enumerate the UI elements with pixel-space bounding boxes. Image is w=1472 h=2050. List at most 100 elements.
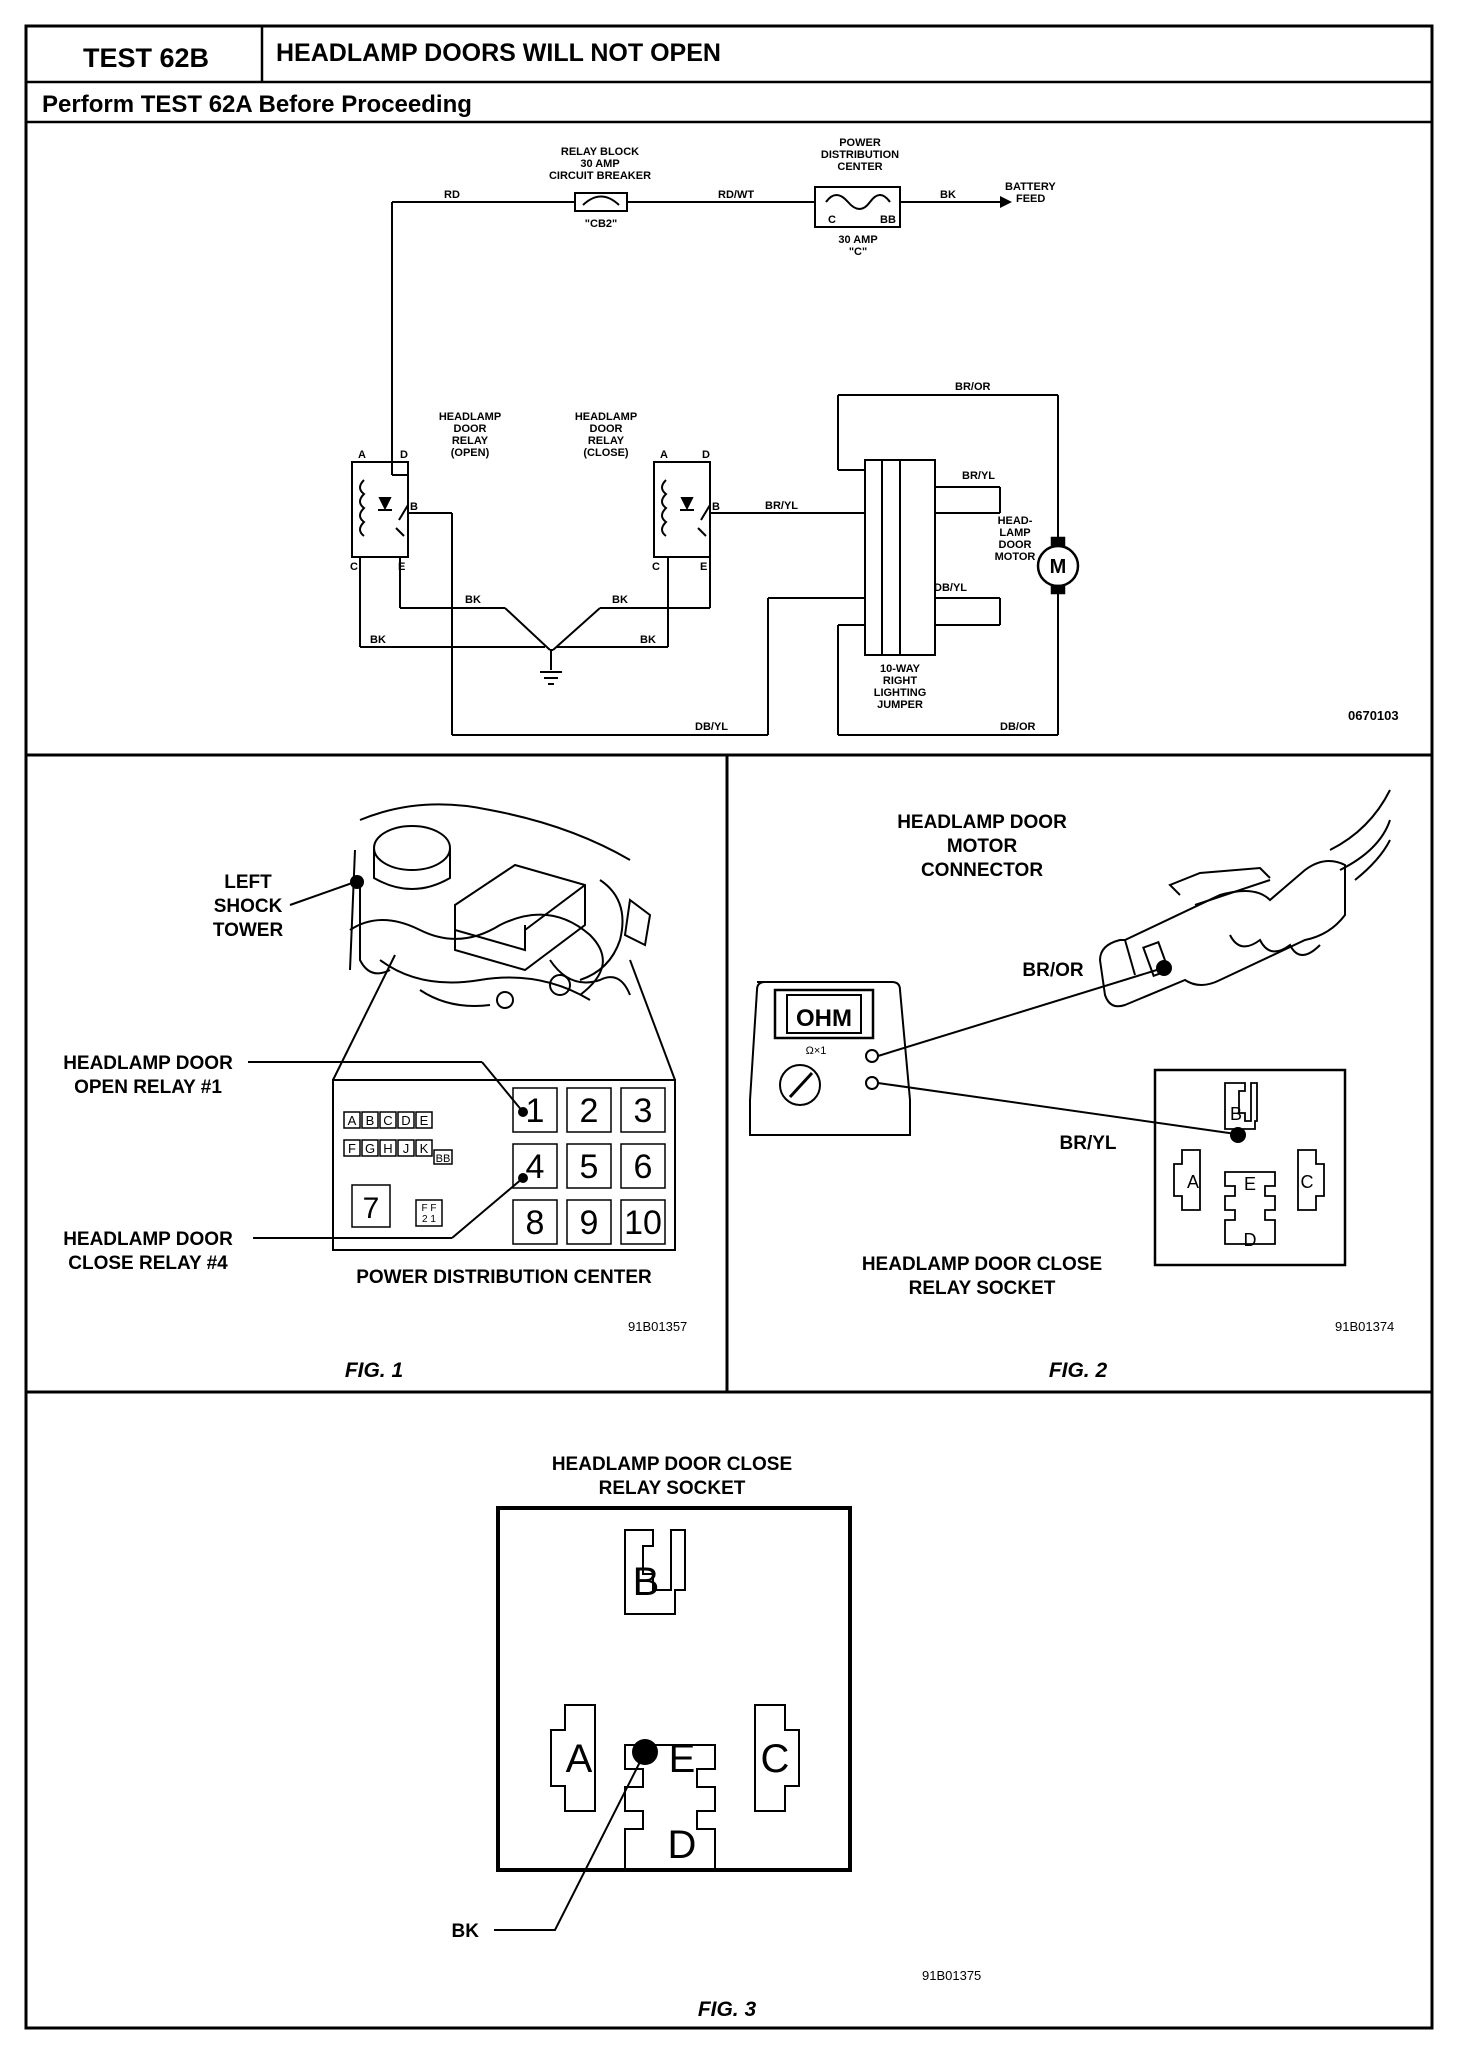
ground-symbol [540, 671, 562, 685]
relay-socket-small-letters: A B C D E [1187, 1104, 1314, 1250]
right-lighting-jumper [864, 459, 936, 656]
pdc-fuse-letters: A B C D E F G H J K BB 7 F F 2 1 [348, 1113, 451, 1225]
pdc-relay-numbers: 1 2 3 4 5 6 8 9 10 [526, 1092, 662, 1242]
relay-slot-8: 8 [526, 1204, 545, 1242]
relay-open-label-4: (OPEN) [451, 447, 490, 459]
battery-label-2: FEED [1016, 193, 1045, 205]
fig3-pin-a: A [566, 1737, 593, 1781]
fig2-labels: BR/OR BR/YL HEADLAMP DOOR CLOSE RELAY SO… [862, 960, 1117, 1299]
jumper-label-2: RIGHT [883, 675, 918, 687]
small-pin-a: A [1187, 1172, 1199, 1192]
ohmmeter [749, 981, 911, 1136]
relay-close-label-3: RELAY [588, 435, 625, 447]
headlamp-door-relay-open [351, 461, 409, 558]
fig3-socket-label-1: HEADLAMP DOOR CLOSE [552, 1454, 792, 1475]
relay-open-label-2: DOOR [454, 423, 487, 435]
fig3-socket-label-2: RELAY SOCKET [599, 1478, 746, 1499]
fig3-pin-e: E [669, 1737, 696, 1781]
relay1-pin-b: B [410, 501, 418, 513]
fuse-pin-c: C [828, 214, 836, 226]
wire-dbor: DB/OR [1000, 721, 1036, 733]
jumper-label-1: 10-WAY [880, 663, 921, 675]
fig3-code: 91B01375 [922, 1968, 981, 1983]
relay-close-label-1: HEADLAMP [575, 411, 637, 423]
fuse-g: G [365, 1141, 375, 1156]
motor-label-3: DOOR [999, 539, 1032, 551]
fuse-b: B [366, 1113, 375, 1128]
pdc-label: POWER DISTRIBUTION CENTER [356, 1267, 652, 1288]
pdc-fuse [814, 186, 901, 228]
relay-block-label: RELAY BLOCK [561, 146, 639, 158]
page-subtitle: Perform TEST 62A Before Proceeding [42, 91, 472, 118]
pdc-fuse-grid [343, 1087, 666, 1245]
fuse-amp: 30 AMP [838, 234, 877, 246]
relay-slot-9: 9 [580, 1204, 599, 1242]
battery-label-1: BATTERY [1005, 181, 1056, 193]
jumper-label-3: LIGHTING [874, 687, 927, 699]
ff-line-2: 2 1 [422, 1214, 436, 1225]
fuse-k: K [420, 1141, 429, 1156]
fig3-socket-frame [496, 1506, 852, 1872]
fig1-leader-lines [248, 881, 524, 1239]
fig3-heading: HEADLAMP DOOR CLOSE RELAY SOCKET [552, 1454, 792, 1499]
relay1-pin-d: D [400, 449, 408, 461]
schematic-labels: RELAY BLOCK 30 AMP CIRCUIT BREAKER "CB2"… [350, 137, 1399, 733]
connector-label-3: CONNECTOR [921, 860, 1043, 881]
relay-slot-3: 3 [634, 1092, 653, 1130]
wire-bror: BR/OR [955, 381, 991, 393]
fuse-j: J [403, 1141, 410, 1156]
relay-open-label-1: HEADLAMP [439, 411, 501, 423]
meter-range: Ω×1 [806, 1045, 827, 1057]
relay-slot-10: 10 [624, 1204, 662, 1242]
wire-bk-4: BK [640, 634, 656, 646]
relay-socket-small [1153, 1068, 1347, 1267]
fuse-c: "C" [849, 246, 867, 258]
small-pin-b: B [1230, 1104, 1242, 1124]
motor-label-4: MOTOR [995, 551, 1036, 563]
page-title: HEADLAMP DOORS WILL NOT OPEN [276, 39, 721, 67]
wire-dbyl-right: DB/YL [934, 582, 967, 594]
headlamp-door-motor [1036, 536, 1080, 595]
wire-bk-2: BK [612, 594, 628, 606]
fig2-caption: FIG. 2 [1049, 1359, 1108, 1382]
jumper-label-4: JUMPER [877, 699, 923, 711]
relay-slot-1: 1 [526, 1092, 545, 1130]
fuse-pin-bb: BB [880, 214, 896, 226]
fig3-caption: FIG. 3 [698, 1998, 757, 2021]
test-id: TEST 62B [83, 43, 209, 73]
fig3-socket-pins [550, 1529, 800, 1870]
fig3-pin-c: C [761, 1737, 790, 1781]
wire-bryl-left: BR/YL [765, 500, 798, 512]
wire-dbyl-bottom: DB/YL [695, 721, 728, 733]
close-relay-label-2: CLOSE RELAY #4 [68, 1253, 228, 1274]
fig3-relay-socket: HEADLAMP DOOR CLOSE RELAY SOCKET A B C D… [452, 1454, 982, 2021]
fig1-leader-dots [350, 875, 528, 1183]
relay-block-cb: CIRCUIT BREAKER [549, 170, 651, 182]
fig3-pin-letters: A B C D E [566, 1560, 790, 1867]
bryl-label: BR/YL [1060, 1133, 1117, 1154]
relay-open-label-3: RELAY [452, 435, 489, 447]
relay1-pin-e: E [398, 561, 405, 573]
motor-label-1: HEAD- [998, 515, 1033, 527]
relay2-pin-b: B [712, 501, 720, 513]
small-pin-e: E [1244, 1174, 1256, 1194]
headlamp-door-relay-close [653, 461, 711, 558]
schematic-wires [359, 201, 1059, 736]
connector-label-2: MOTOR [947, 836, 1018, 857]
small-pin-d: D [1244, 1230, 1257, 1250]
relay2-pin-c: C [652, 561, 660, 573]
connector-label-1: HEADLAMP DOOR [897, 812, 1067, 833]
fig1-labels: LEFT SHOCK TOWER HEADLAMP DOOR OPEN RELA… [63, 872, 652, 1288]
relay-slot-2: 2 [580, 1092, 599, 1130]
fig2-code: 91B01374 [1335, 1319, 1394, 1334]
power-distribution-center [332, 954, 676, 1251]
relay-socket-small-pins [1173, 1082, 1325, 1245]
test-leads [877, 968, 1237, 1135]
schematic-code: 0670103 [1348, 708, 1399, 723]
ff-line-1: F F [422, 1203, 437, 1214]
wire-rdwt: RD/WT [718, 189, 754, 201]
battery-arrow [1000, 196, 1012, 208]
relay2-pin-e: E [700, 561, 707, 573]
left-shock-tower-label-2: SHOCK [214, 896, 283, 917]
